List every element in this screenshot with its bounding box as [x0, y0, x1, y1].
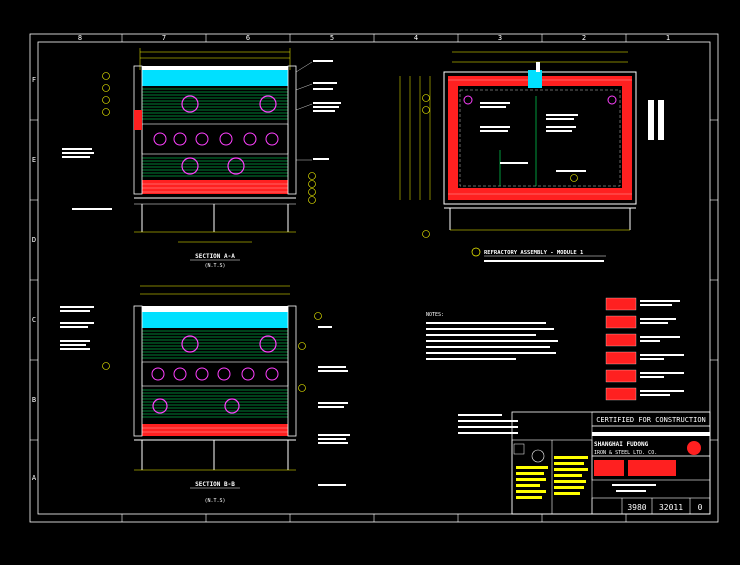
- section-aa-view: SECTION A-A (N.T.S): [62, 48, 341, 269]
- zone-col-label: 8: [78, 34, 82, 42]
- legend-block: [605, 297, 684, 401]
- zone-row-label: F: [32, 76, 36, 84]
- zone-row-label: D: [32, 236, 36, 244]
- section-bb-scale: (N.T.S): [204, 498, 225, 504]
- refractory-assembly-view: REFRACTORY ASSEMBLY - MODULE 1: [399, 51, 664, 262]
- zone-columns-bottom: [121, 514, 627, 522]
- refractory-assembly-title: REFRACTORY ASSEMBLY - MODULE 1: [484, 250, 584, 256]
- title-block: CERTIFIED FOR CONSTRUCTION SHANGHAI FUDO…: [511, 411, 711, 515]
- section-bb-view: SECTION B-B (N.T.S): [60, 285, 350, 504]
- job-number: 3980: [627, 503, 646, 512]
- notes-block: NOTES:: [426, 312, 558, 434]
- zone-col-label: 2: [582, 34, 586, 42]
- zone-row-label: E: [32, 156, 36, 164]
- zone-row-label: A: [32, 474, 37, 482]
- section-aa-scale: (N.T.S): [204, 263, 225, 269]
- zone-col-label: 3: [498, 34, 502, 42]
- zone-col-label: 4: [414, 34, 418, 42]
- zone-rows: F E D C B A: [30, 76, 718, 482]
- revision-number: 0: [698, 503, 703, 512]
- company-name: SHANGHAI FUDONG: [594, 441, 649, 448]
- zone-col-label: 6: [246, 34, 250, 42]
- company-subtitle: IRON & STEEL LTD. CO.: [594, 450, 657, 456]
- section-aa-title: SECTION A-A: [195, 253, 235, 260]
- zone-row-label: C: [32, 316, 36, 324]
- zone-row-label: B: [32, 396, 36, 404]
- sheet-border-outer: [29, 33, 719, 523]
- drawing-number: 32011: [659, 503, 683, 512]
- zone-col-label: 5: [330, 34, 334, 42]
- zone-columns-top: 8 7 6 5 4 3 2 1: [78, 34, 670, 42]
- zone-col-label: 7: [162, 34, 166, 42]
- certification-text: CERTIFIED FOR CONSTRUCTION: [596, 416, 706, 424]
- notes-title: NOTES:: [426, 312, 444, 318]
- zone-col-label: 1: [666, 34, 670, 42]
- section-bb-title: SECTION B-B: [195, 481, 235, 488]
